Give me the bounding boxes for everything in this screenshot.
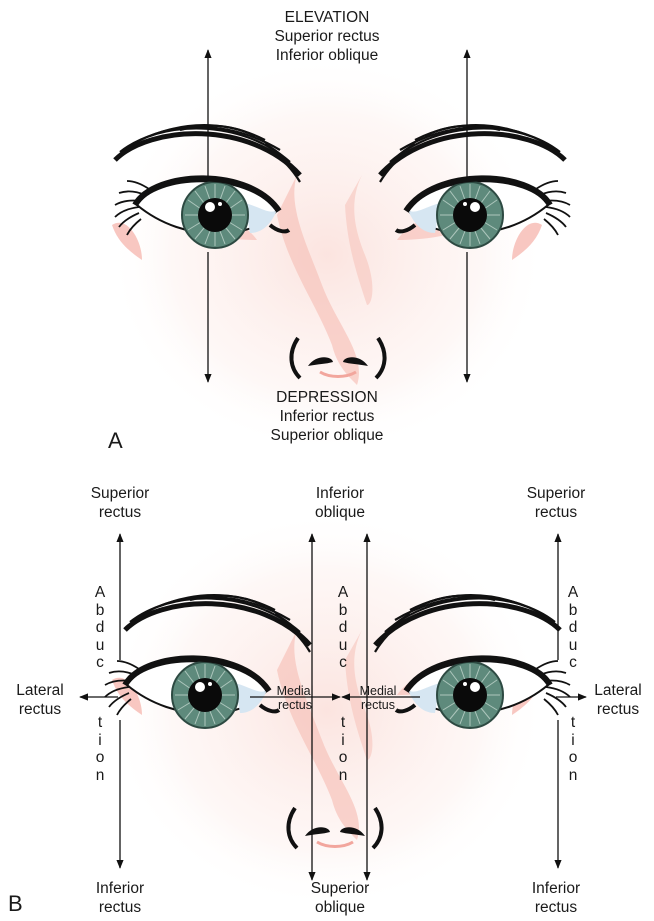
label-line: Inferior	[295, 484, 385, 503]
label-line: oblique	[295, 503, 385, 522]
label-line: oblique	[295, 898, 385, 917]
panel-b-letter: B	[8, 893, 23, 915]
label-line: Lateral	[588, 681, 648, 700]
label-line: Inferior	[80, 879, 160, 898]
top-center-inferior-oblique-label: Inferior oblique	[295, 484, 385, 522]
label-line: Medial	[353, 684, 403, 698]
label-line: rectus	[516, 503, 596, 522]
depression-label: DEPRESSION Inferior rectus Superior obli…	[227, 388, 427, 445]
elevation-title: ELEVATION	[227, 8, 427, 27]
label-line: Superior	[516, 484, 596, 503]
abduction-label-left-bottom: t i o n	[93, 714, 107, 784]
panel-b-face	[105, 510, 570, 910]
elevation-muscle-1: Superior rectus	[227, 27, 427, 46]
label-line: rectus	[353, 698, 403, 712]
label-line: rectus	[516, 898, 596, 917]
elevation-label: ELEVATION Superior rectus Inferior obliq…	[227, 8, 427, 65]
top-left-superior-rectus-label: Superior rectus	[80, 484, 160, 522]
label-line: Medial	[270, 684, 320, 698]
bottom-center-superior-oblique-label: Superior oblique	[295, 879, 385, 917]
label-line: Superior	[295, 879, 385, 898]
label-line: rectus	[10, 700, 70, 719]
right-medial-rectus-label: Medial rectus	[353, 684, 403, 712]
abduction-label-right-bottom: t i o n	[566, 714, 580, 784]
abduction-label-center-top: A b d u c	[336, 584, 350, 672]
elevation-muscle-2: Inferior oblique	[227, 46, 427, 65]
depression-muscle-2: Superior oblique	[227, 426, 427, 445]
label-line: rectus	[80, 503, 160, 522]
top-right-superior-rectus-label: Superior rectus	[516, 484, 596, 522]
label-line: Inferior	[516, 879, 596, 898]
abduction-label-center-bottom: t i o n	[336, 714, 350, 784]
abduction-label-left-top: A b d u c	[93, 584, 107, 672]
depression-title: DEPRESSION	[227, 388, 427, 407]
abduction-label-right-top: A b d u c	[566, 584, 580, 672]
label-line: rectus	[80, 898, 160, 917]
depression-muscle-1: Inferior rectus	[227, 407, 427, 426]
label-line: rectus	[270, 698, 320, 712]
left-lateral-rectus-label: Lateral rectus	[10, 681, 70, 719]
label-line: Lateral	[10, 681, 70, 700]
left-medial-rectus-label: Medial rectus	[270, 684, 320, 712]
label-line: rectus	[588, 700, 648, 719]
bottom-right-inferior-rectus-label: Inferior rectus	[516, 879, 596, 917]
panel-a-letter: A	[108, 430, 123, 452]
label-line: Superior	[80, 484, 160, 503]
bottom-left-inferior-rectus-label: Inferior rectus	[80, 879, 160, 917]
right-lateral-rectus-label: Lateral rectus	[588, 681, 648, 719]
